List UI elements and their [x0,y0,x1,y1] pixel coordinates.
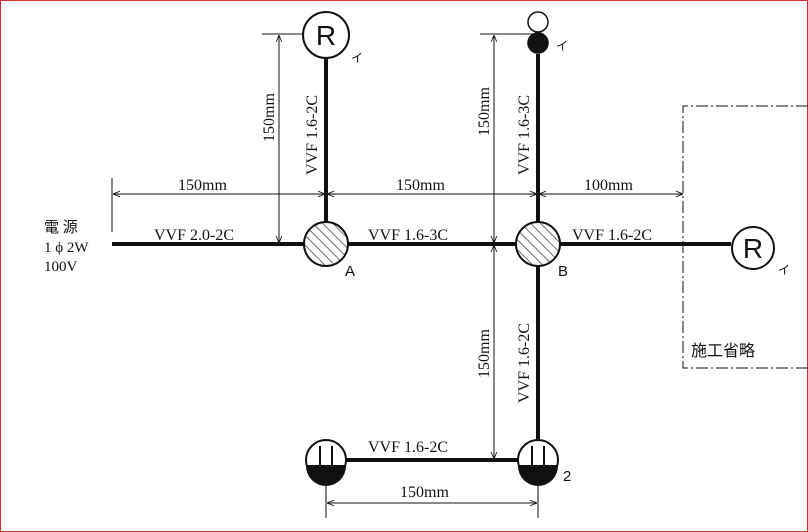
dim-label-left-horizontal: 150mm [178,177,227,194]
power-source-line3: 100V [44,259,78,275]
lamp-top-left-symbol-i: イ [351,51,363,65]
dim-label-middle-horizontal: 150mm [396,177,445,194]
wire-label-b-to-top: VVF 1.6-3C [516,95,533,175]
junction-box-a [303,221,349,267]
outlet-bottom-left-icon [305,439,347,486]
dim-label-b-vertical-top: 150mm [476,87,493,136]
box-a-label: A [345,263,355,280]
outlet-bottom-right-icon [517,439,559,486]
dim-label-b-vertical-bottom: 150mm [476,329,493,378]
wire-label-b-to-right: VVF 1.6-2C [572,227,652,244]
outlet-count-label: 2 [563,468,571,485]
wire-label-bottom-horizontal: VVF 1.6-2C [368,439,448,456]
dim-label-right-horizontal: 100mm [584,177,633,194]
lamp-top-left-label: R [316,20,336,51]
wire-label-b-to-bottom: VVF 1.6-2C [516,323,533,403]
switch-with-pilot-lamp-icon [527,11,549,54]
dim-label-bottom-horizontal: 150mm [400,484,449,501]
wire-label-a-to-b: VVF 1.6-3C [368,227,448,244]
lamp-right-label: R [743,233,763,264]
wire-label-a-to-top: VVF 1.6-2C [304,95,321,175]
box-b-label: B [558,263,568,280]
wire-label-source-to-a: VVF 2.0-2C [154,227,234,244]
lamp-receptacle-right-icon [731,226,775,270]
switch-symbol-i: イ [556,39,568,53]
junction-box-b [515,221,561,267]
dim-label-a-vertical: 150mm [261,93,278,142]
omitted-area-boundary [682,105,808,369]
lamp-receptacle-top-left-icon [302,11,350,59]
lamp-right-symbol-i: イ [778,263,790,277]
power-source-line1: 電 源 [44,219,78,236]
power-source-line2: 1 ϕ 2W [44,240,89,256]
omitted-area-label: 施工省略 [691,342,755,360]
